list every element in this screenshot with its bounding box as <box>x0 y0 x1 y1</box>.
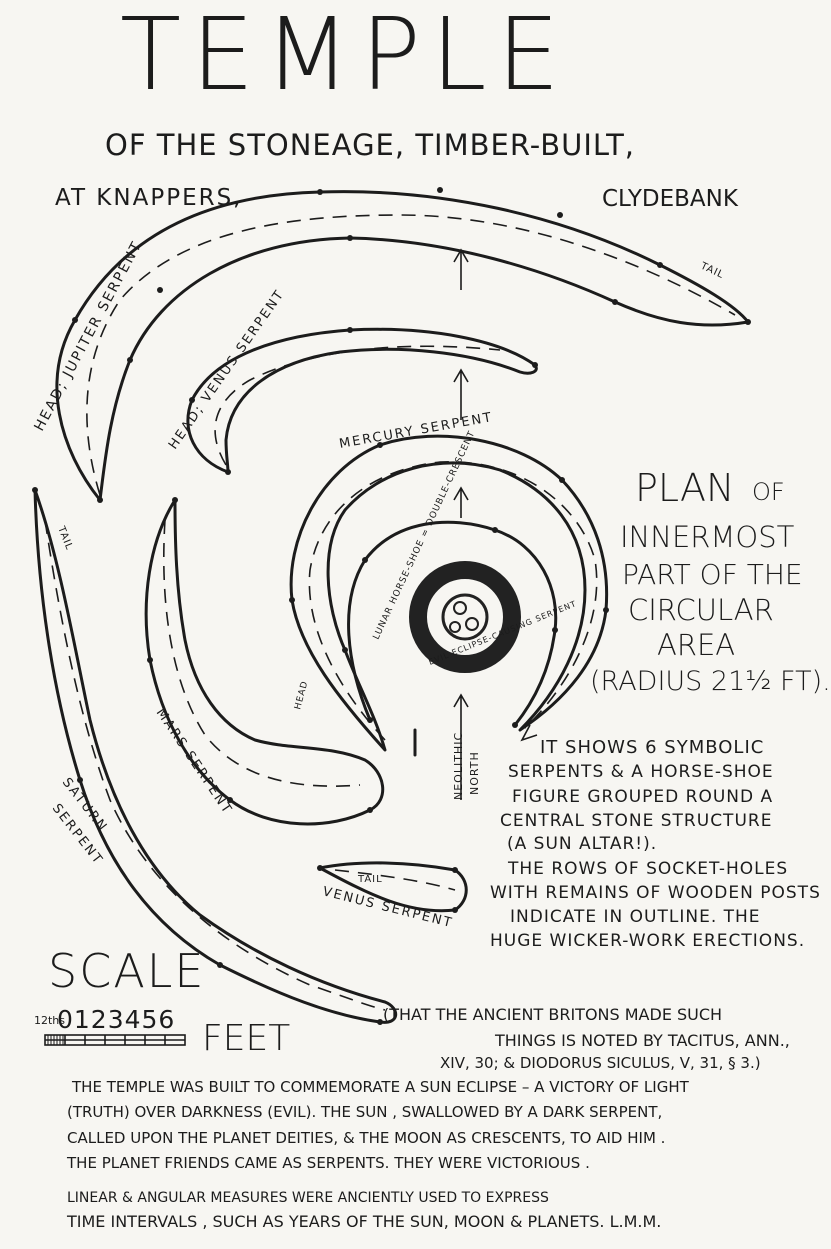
saturn-serpent-outline <box>33 488 398 1024</box>
temple-plan-drawing: HEAD; JUPITER SERPENT TAIL HEAD; VENUS S… <box>31 187 751 1046</box>
plan-heading-of: OF <box>752 478 785 506</box>
venus-serpent-outline <box>186 327 538 474</box>
plan-heading-radius: (RADIUS 21½ FT). <box>590 666 831 697</box>
scale-bar <box>44 1034 186 1046</box>
description-line: CENTRAL STONE STRUCTURE <box>500 811 773 831</box>
location-right: CLYDEBANK <box>602 186 738 212</box>
mercury-serpent-outline <box>289 434 609 752</box>
north-label: NORTH <box>468 751 481 795</box>
mars-serpent-outline <box>144 498 385 826</box>
footer-line-4: THE PLANET FRIENDS CAME AS SERPENTS. THE… <box>67 1154 590 1172</box>
footer2-line-2: TIME INTERVALS , SUCH AS YEARS OF THE SU… <box>67 1212 662 1231</box>
head-label: HEAD <box>293 680 310 711</box>
jupiter-serpent-outline <box>55 190 750 502</box>
jupiter-serpent-label: HEAD; JUPITER SERPENT <box>31 238 145 434</box>
venus-tail-label: TAIL <box>357 874 383 885</box>
plan-heading-plan: PLAN <box>635 466 735 510</box>
plan-heading-line2: INNERMOST <box>620 520 795 554</box>
footer-line-1: THE TEMPLE WAS BUILT TO COMMEMORATE A SU… <box>72 1078 689 1096</box>
tail-left-label: TAIL <box>55 524 75 552</box>
citation-line-3: XIV, 30; & DIODORUS SICULUS, V, 31, § 3.… <box>440 1054 761 1072</box>
description-line: THE ROWS OF SOCKET-HOLES <box>508 859 789 879</box>
tail-top-label: TAIL <box>698 260 726 281</box>
mars-serpent-label: MARS SERPENT <box>153 706 235 818</box>
description-line: SERPENTS & A HORSE-SHOE <box>508 762 774 782</box>
evil-serpent-coil <box>409 561 521 673</box>
scale-numbers: 0123456 <box>57 1005 176 1034</box>
plan-heading-line5: AREA <box>657 628 736 662</box>
description-line: (A SUN ALTAR!). <box>507 834 658 854</box>
citation-line-1: (THAT THE ANCIENT BRITONS MADE SUCH <box>383 1005 723 1024</box>
citation-line-2: THINGS IS NOTED BY TACITUS, ANN., <box>495 1031 790 1050</box>
venus-small-serpent-outline <box>318 861 468 913</box>
description-line: FIGURE GROUPED ROUND A <box>512 787 774 807</box>
description-line: HUGE WICKER-WORK ERECTIONS. <box>490 931 806 951</box>
horse-shoe-outline <box>347 520 558 727</box>
description-line: WITH REMAINS OF WOODEN POSTS <box>490 883 821 903</box>
scale-inches-label: 12ths <box>34 1014 66 1027</box>
footer-line-3: CALLED UPON THE PLANET DEITIES, & THE MO… <box>67 1129 666 1147</box>
scale-heading: SCALE <box>48 944 206 998</box>
plan-heading-line4: CIRCULAR <box>628 593 774 627</box>
neolithic-label: NEOLITHIC <box>452 732 465 800</box>
plan-heading-line3: PART OF THE <box>622 558 803 591</box>
page-title: TEMPLE <box>120 0 570 113</box>
description-line: IT SHOWS 6 SYMBOLIC <box>540 737 765 758</box>
footer2-line-1: LINEAR & ANGULAR MEASURES WERE ANCIENTLY… <box>67 1190 549 1206</box>
page-subtitle: OF THE STONEAGE, TIMBER-BUILT, <box>105 128 635 162</box>
description-line: INDICATE IN OUTLINE. THE <box>510 907 761 927</box>
footer-line-2: (TRUTH) OVER DARKNESS (EVIL). THE SUN , … <box>67 1103 663 1121</box>
venus-small-serpent-label: VENUS SERPENT <box>321 884 455 931</box>
location-left: AT KNAPPERS, <box>55 185 243 211</box>
scale-unit: FEET <box>202 1018 291 1059</box>
